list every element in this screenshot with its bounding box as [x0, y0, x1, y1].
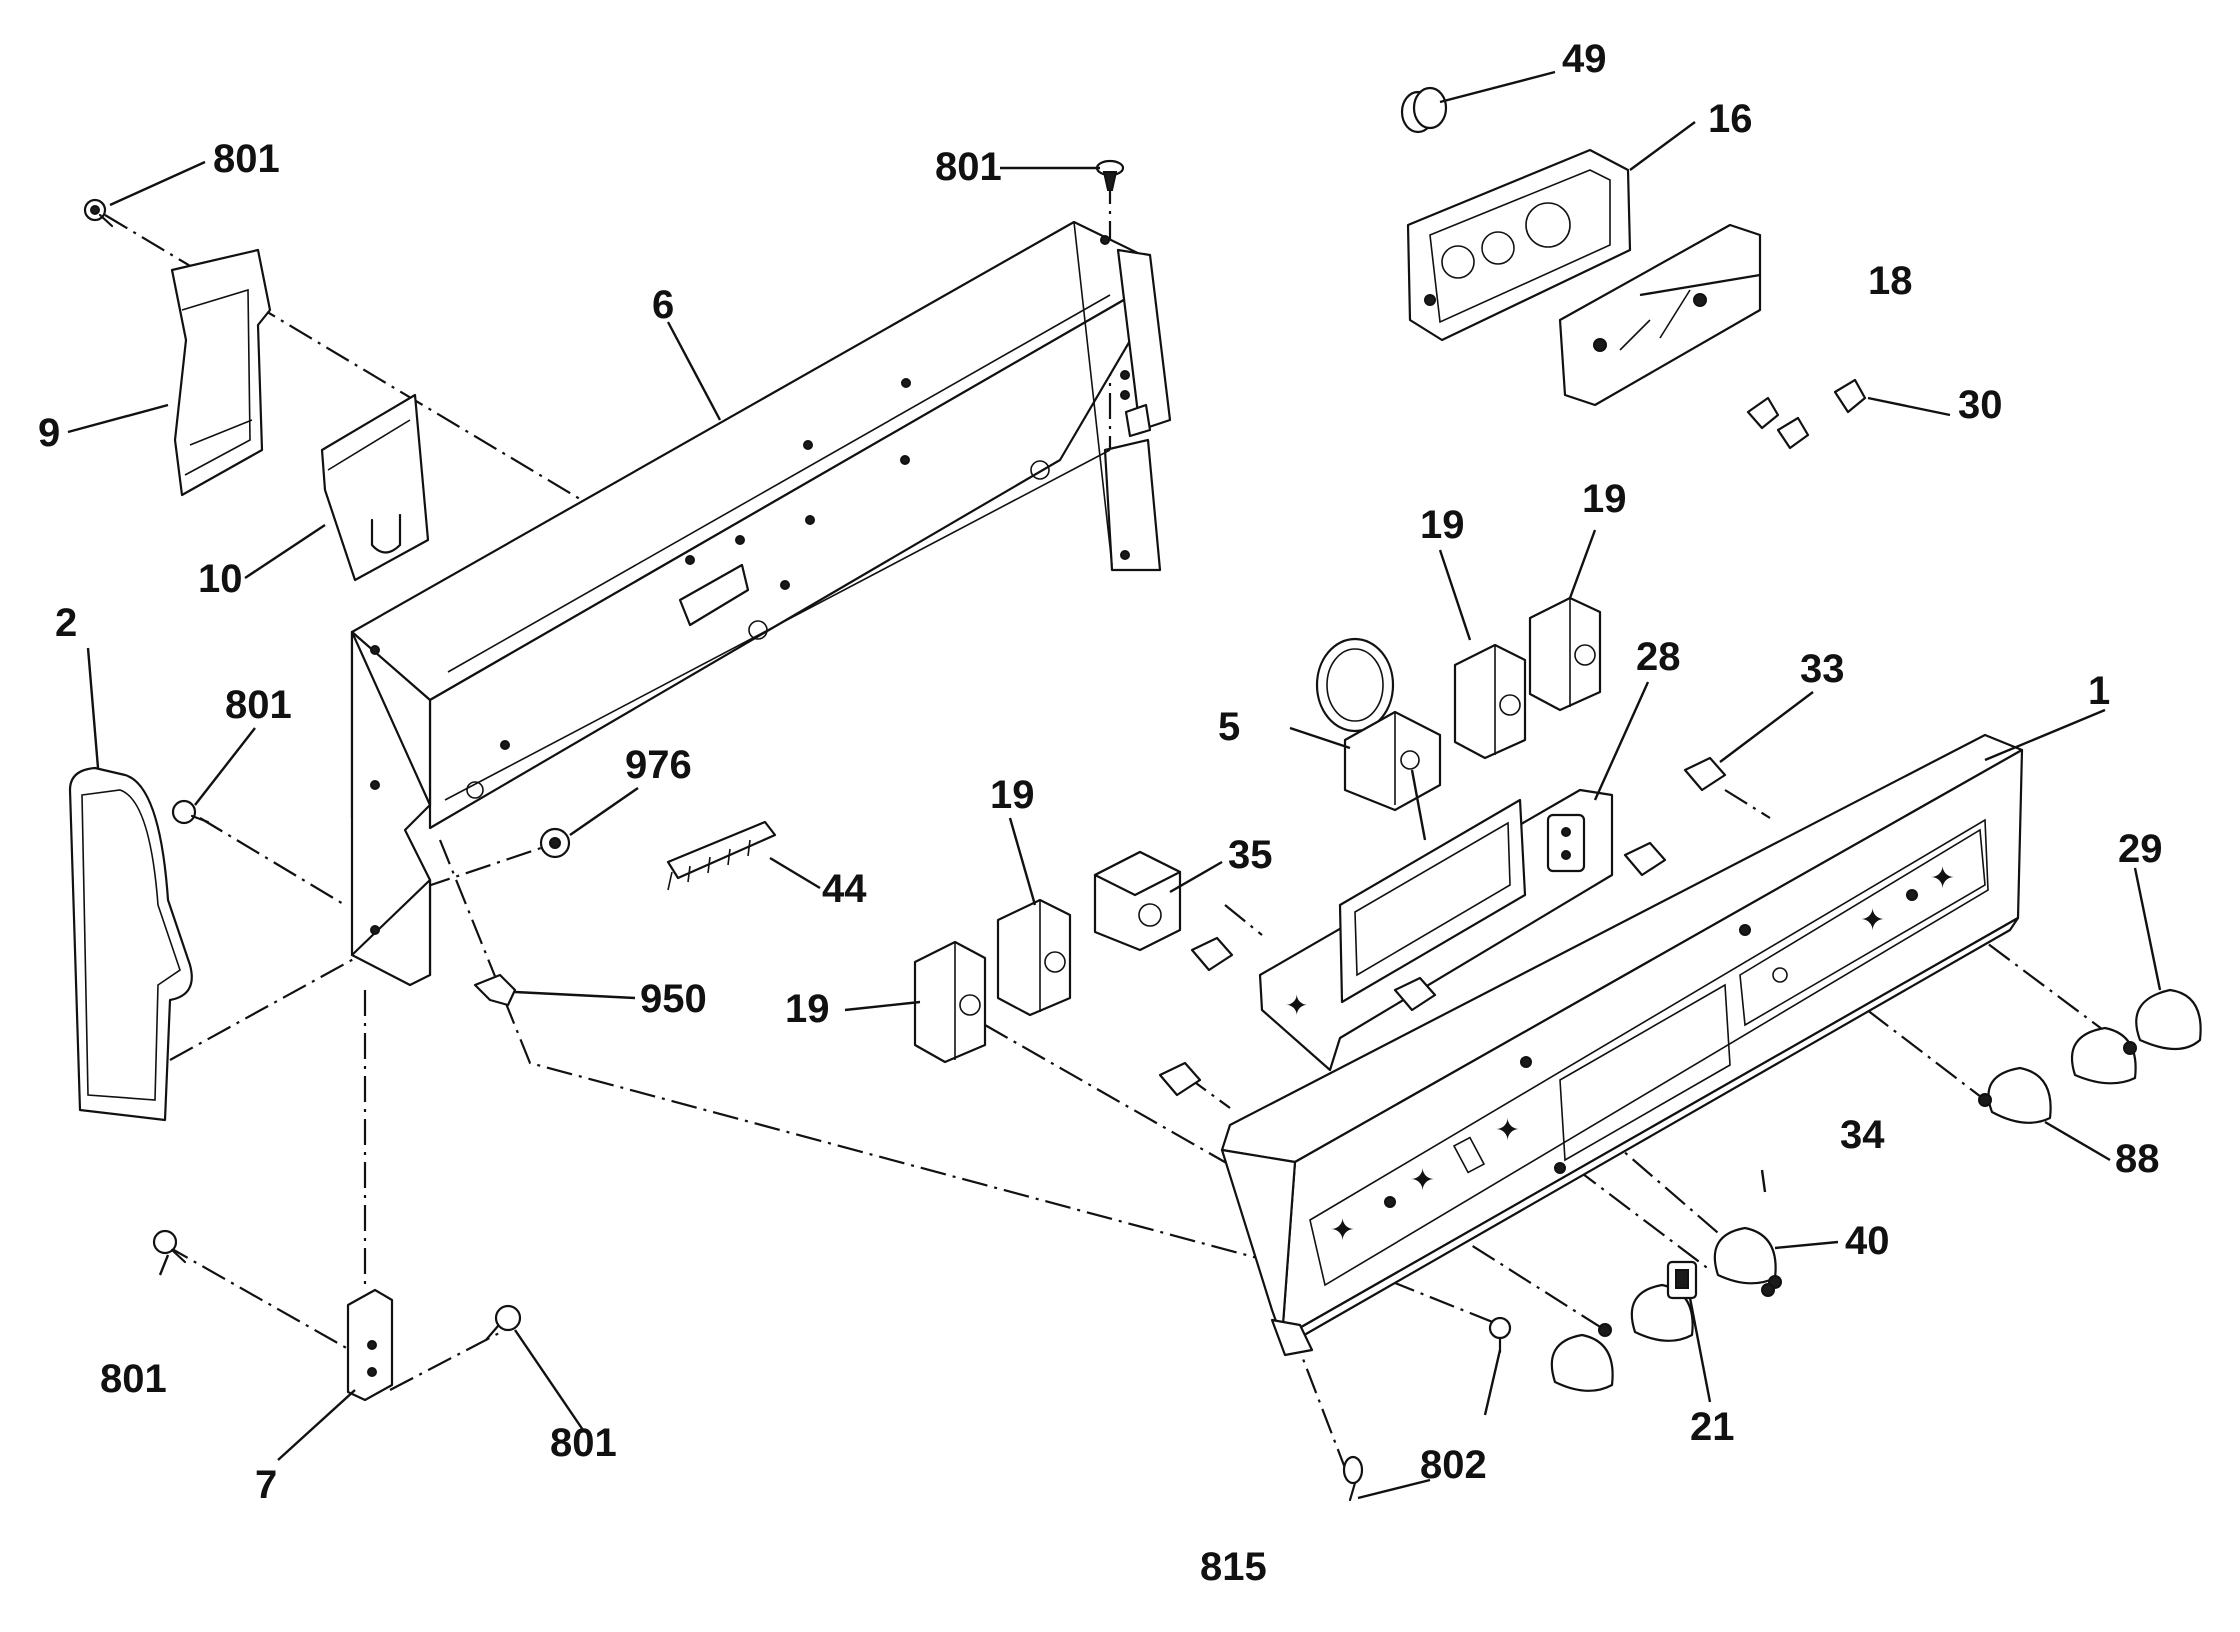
label-29: 29 — [2118, 827, 2163, 871]
label-2: 2 — [55, 601, 77, 645]
screw-801-bottom-right — [484, 1304, 522, 1342]
part-19-switch-1 — [913, 940, 987, 1064]
label-40: 40 — [1845, 1219, 1890, 1263]
label-19: 19 — [1582, 477, 1627, 521]
label-16: 16 — [1708, 97, 1753, 141]
part-49-knob — [1400, 86, 1448, 134]
part-5-timer — [1315, 637, 1442, 841]
svg-text:✦: ✦ — [1860, 904, 1885, 937]
label-88: 88 — [2115, 1137, 2160, 1181]
panel-burner-symbols: ✦ ✦ ✦ ✦ ✦ — [1330, 862, 1955, 1247]
svg-text:✦: ✦ — [1495, 1114, 1520, 1147]
leader-lines — [67, 70, 2162, 1500]
label-1: 1 — [2088, 669, 2110, 713]
part-2-end-cap — [68, 766, 193, 1122]
part-16-timer-assembly — [1406, 148, 1632, 342]
screw-801-left — [171, 799, 210, 825]
label-801: 801 — [213, 137, 280, 181]
label-7: 7 — [255, 1463, 277, 1507]
control-knobs — [1550, 988, 2202, 1392]
label-18: 18 — [1868, 259, 1913, 303]
label-801: 801 — [935, 145, 1002, 189]
part-1-control-panel: ✦ ✦ ✦ ✦ ✦ — [1220, 733, 2024, 1357]
label-9: 9 — [38, 411, 60, 455]
part-6-backsplash-frame — [350, 220, 1172, 987]
part-19-switch-4 — [1528, 596, 1602, 712]
label-19: 19 — [785, 987, 830, 1031]
callout-labels: 801 801 6 9 10 2 801 976 44 950 19 19 35… — [38, 37, 2163, 1589]
part-30-buttons — [1746, 378, 1867, 450]
label-950: 950 — [640, 977, 707, 1021]
label-30: 30 — [1958, 383, 2003, 427]
part-7-side-bracket — [346, 1288, 394, 1402]
label-49: 49 — [1562, 37, 1607, 81]
part-950-clip — [473, 973, 517, 1007]
label-19: 19 — [990, 773, 1035, 817]
label-44: 44 — [822, 867, 867, 911]
screw-801-bottom-left — [152, 1229, 187, 1264]
label-802: 802 — [1420, 1443, 1487, 1487]
label-28: 28 — [1636, 635, 1681, 679]
screws-801 — [83, 159, 1125, 1342]
label-34: 34 — [1840, 1113, 1885, 1157]
part-19-switch-2 — [996, 898, 1072, 1017]
label-801: 801 — [100, 1357, 167, 1401]
label-976: 976 — [625, 743, 692, 787]
svg-text:✦: ✦ — [1930, 862, 1955, 895]
part-21-indicator — [1666, 1260, 1698, 1300]
label-801: 801 — [225, 683, 292, 727]
label-5: 5 — [1218, 705, 1240, 749]
label-6: 6 — [652, 283, 674, 327]
screw-801-top-right — [1095, 159, 1125, 191]
label-801: 801 — [550, 1421, 617, 1465]
svg-text:✦: ✦ — [1410, 1164, 1435, 1197]
label-19: 19 — [1420, 503, 1465, 547]
part-18-overlay — [1558, 223, 1762, 407]
part-976-nut — [539, 827, 571, 859]
part-802-screw — [1488, 1316, 1512, 1354]
part-9-bracket — [170, 248, 272, 497]
screw-801-top-left — [83, 198, 114, 228]
label-10: 10 — [198, 557, 243, 601]
part-28-bracket-plate: ✦ — [1258, 788, 1614, 1072]
part-19-switch-3 — [1453, 643, 1527, 760]
label-33: 33 — [1800, 647, 1845, 691]
svg-text:✦: ✦ — [1285, 990, 1308, 1021]
svg-text:✦: ✦ — [1330, 1214, 1355, 1247]
part-815-screw — [1342, 1455, 1364, 1502]
part-44-wire-harness — [666, 820, 777, 891]
part-33-switches — [1158, 756, 1727, 1097]
label-815: 815 — [1200, 1545, 1267, 1589]
label-21: 21 — [1690, 1405, 1735, 1449]
part-10-bracket — [320, 393, 430, 582]
label-35: 35 — [1228, 833, 1273, 877]
part-35-switch — [1093, 850, 1182, 952]
